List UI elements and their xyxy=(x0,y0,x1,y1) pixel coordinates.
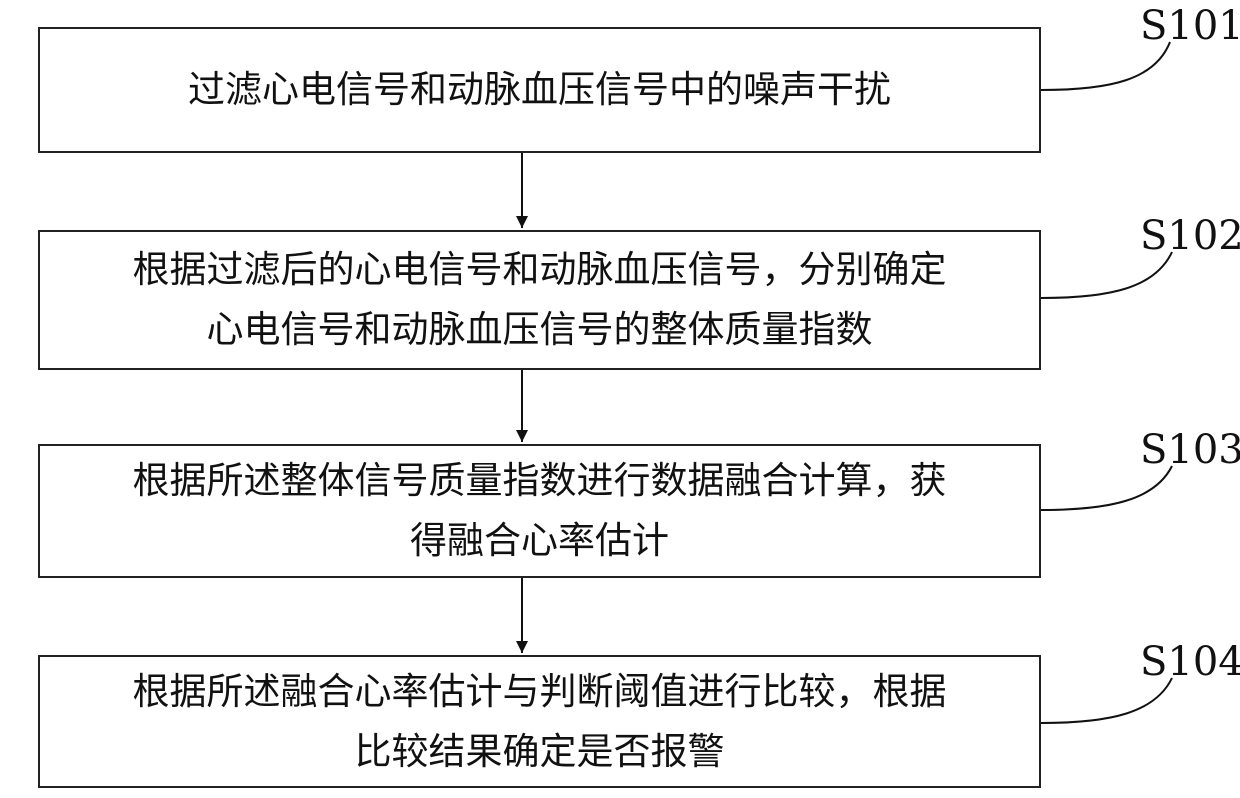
leader-line-s104 xyxy=(1041,678,1172,723)
leader-line-s101 xyxy=(1041,42,1170,90)
leader-line-s103 xyxy=(1041,466,1172,510)
leader-line-s102 xyxy=(1041,252,1172,298)
